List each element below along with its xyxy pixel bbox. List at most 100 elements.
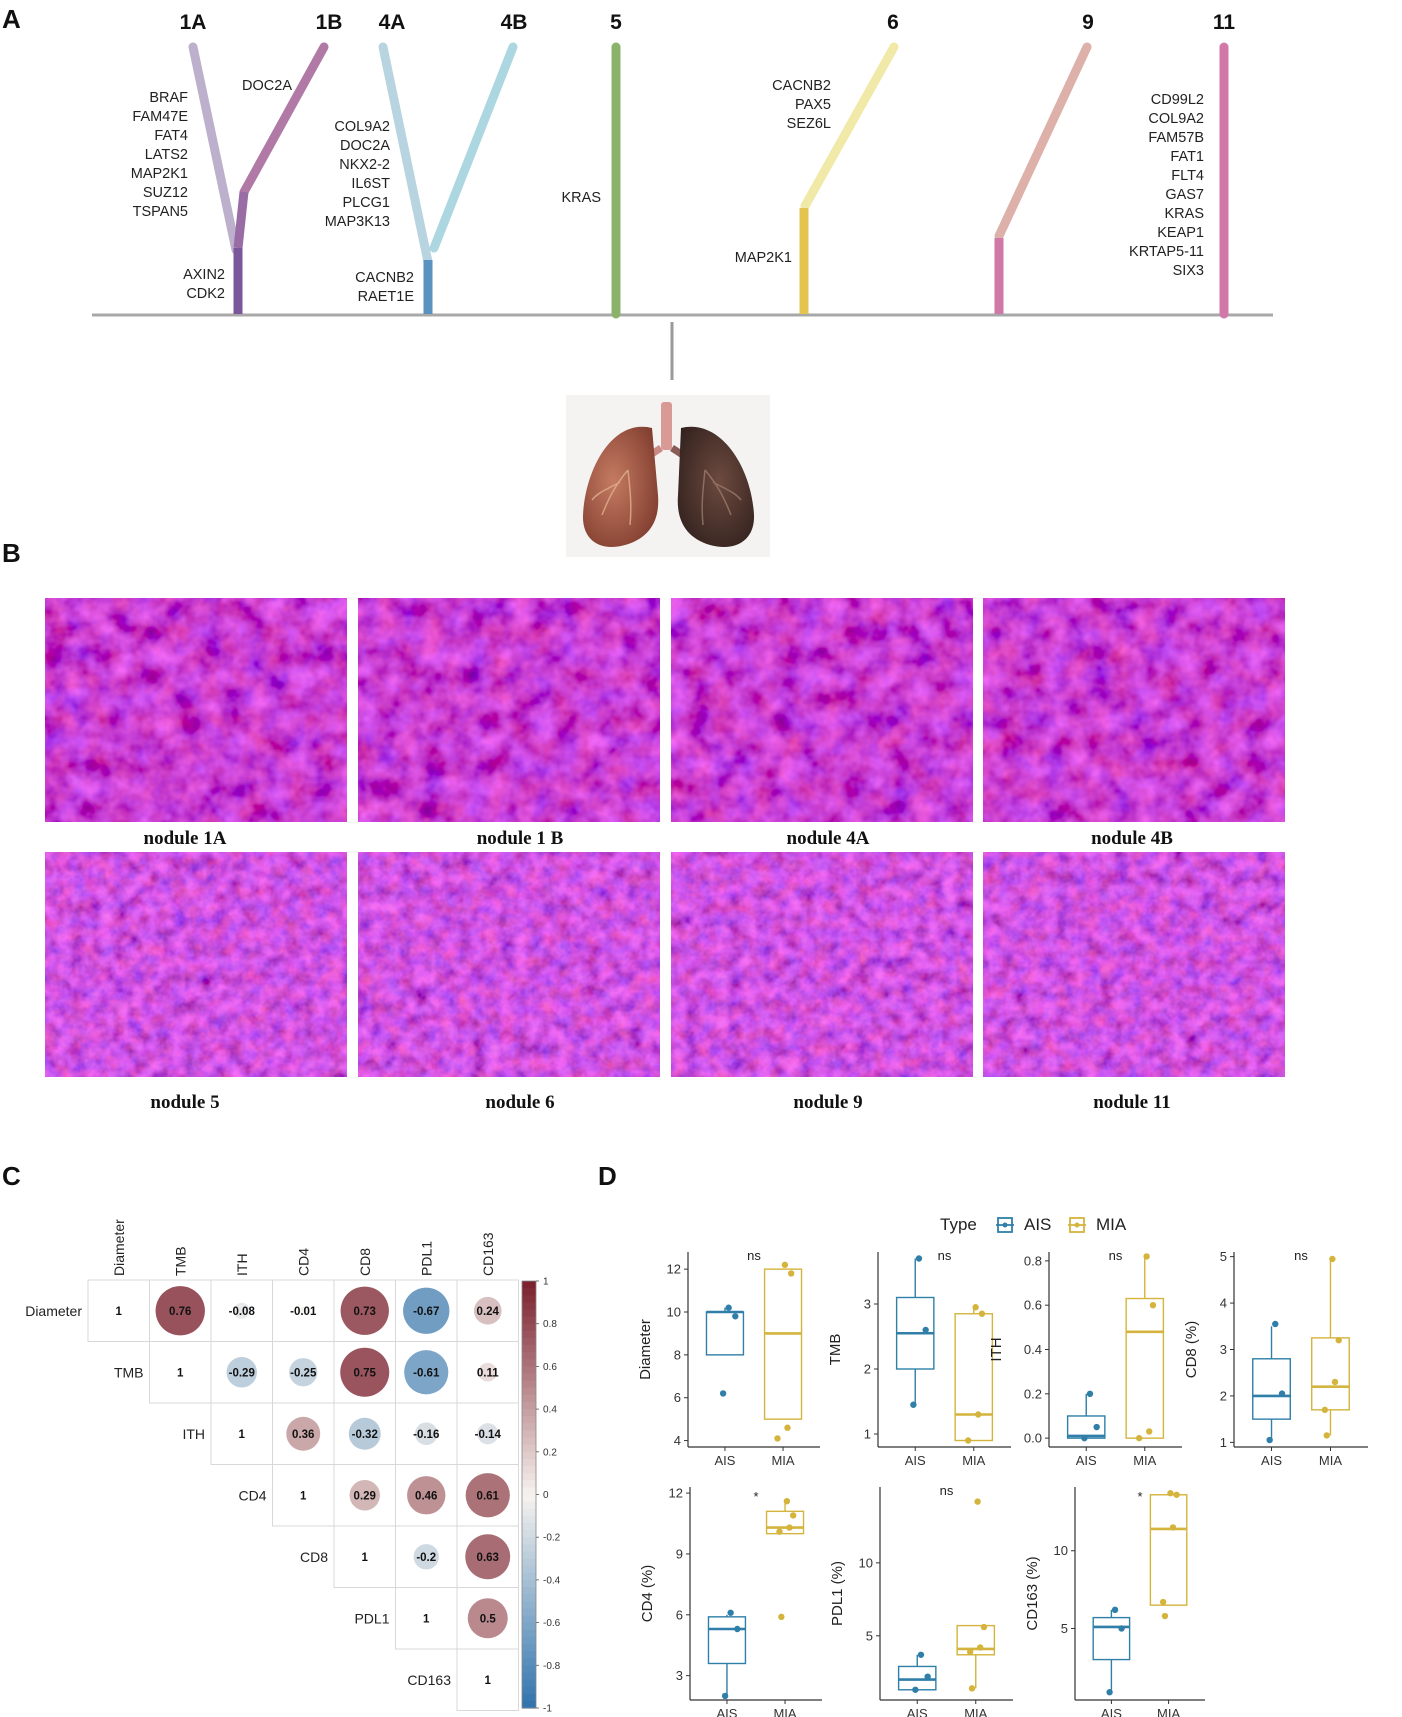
significance-label: * [753,1489,758,1504]
correlation-value: 1 [116,1306,123,1318]
significance-label: ns [938,1248,952,1263]
data-point [1272,1320,1279,1328]
colorbar-segment [522,1288,536,1296]
branch-1b [239,42,329,197]
gene-label: CDK2 [186,286,225,302]
correlation-circle [233,1302,250,1319]
legend-label-ais: AIS [1024,1215,1051,1234]
legend-title: Type [940,1215,977,1234]
data-point [917,1651,925,1658]
colorbar-tick-label: 0.2 [543,1447,557,1458]
branch-4a [378,42,433,267]
correlation-value: -0.32 [352,1429,378,1441]
y-tick-label: 4 [674,1433,681,1448]
gene-label: IL6ST [351,176,390,192]
data-point [912,1686,919,1693]
column-label: ITH [234,1253,250,1276]
image-caption: nodule 11 [1093,1092,1171,1113]
gene-label: PLCG1 [342,195,390,211]
y-tick-label: 0.0 [1024,1431,1042,1446]
data-point [784,1424,791,1431]
colorbar-segment [522,1295,536,1303]
correlation-circle [155,1286,205,1336]
data-point [721,1692,729,1700]
gene-label: FAT1 [1170,149,1204,165]
data-point [1111,1606,1119,1614]
column-label: Diameter [111,1219,127,1276]
significance-label: ns [1294,1248,1308,1263]
colorbar-segment [522,1430,536,1439]
tissue-texture [671,598,973,822]
box [763,1268,803,1420]
correlation-circle [473,1296,502,1325]
colorbar-tick-label: -0.8 [543,1661,561,1672]
y-tick-label: 3 [1220,1342,1227,1357]
panel-label-a: A [2,4,21,34]
tissue-texture [983,852,1285,1077]
gene-label: COL9A2 [1148,111,1204,127]
gene-label: CD99L2 [1151,92,1204,108]
y-tick-label: 0.8 [1024,1253,1042,1268]
gene-label: KRAS [562,190,602,206]
colorbar-segment [522,1537,536,1545]
gene-label: SUZ12 [143,185,188,201]
colorbar-tick-label: -0.6 [543,1618,561,1629]
image-caption: nodule 9 [793,1092,862,1113]
box [1092,1616,1131,1661]
image-caption: nodule 1A [144,828,227,849]
colorbar-segment [522,1665,536,1674]
gene-label: PAX5 [795,97,831,113]
correlation-circle [403,1287,450,1334]
correlation-circle [407,1476,446,1515]
colorbar-segment [522,1437,536,1446]
gene-label: KEAP1 [1157,225,1204,241]
data-point [964,1437,972,1444]
data-point [980,1623,988,1631]
colorbar-segment [522,1501,536,1510]
data-point [968,1685,976,1692]
correlation-circle [404,1350,449,1395]
data-point [978,1310,986,1317]
y-axis-label: CD8 (%) [1183,1321,1200,1379]
colorbar-tick-label: 0.8 [543,1319,557,1330]
correlation-circle [349,1480,380,1511]
tissue-texture [45,598,347,822]
y-axis-label: CD4 (%) [639,1565,656,1623]
colorbar-tick-label: -0.2 [543,1533,561,1544]
tip-9: 9 [1082,11,1094,34]
correlation-value: -0.16 [413,1429,439,1441]
colorbar-segment [522,1409,536,1417]
correlation-value: 0.73 [354,1306,376,1318]
data-point [1278,1390,1286,1397]
data-point [910,1401,917,1408]
matrix-cell [149,1341,212,1404]
x-tick-label: MIA [1133,1453,1156,1468]
colorbar-segment [522,1359,536,1367]
row-label: ITH [182,1426,205,1442]
colorbar-segment [522,1466,536,1474]
legend-key-ais [996,1217,1014,1233]
colorbar-segment [522,1615,536,1624]
colorbar-segment [522,1522,536,1531]
y-tick-label: 2 [864,1362,871,1377]
y-tick-label: 10 [667,1305,681,1320]
colorbar-segment [522,1394,536,1403]
correlation-circle [477,1423,499,1445]
column-label: CD4 [295,1248,311,1276]
x-tick-label: AIS [907,1706,928,1717]
data-point [1143,1253,1150,1260]
x-tick-label: AIS [714,1453,735,1468]
colorbar-segment [522,1323,536,1332]
colorbar-segment [522,1679,536,1688]
tissue-texture [671,852,973,1077]
y-tick-label: 4 [1220,1296,1227,1311]
colorbar-segment [522,1380,536,1389]
correlation-circle [413,1544,439,1570]
colorbar-segment [522,1587,536,1595]
tissue-image [983,852,1285,1077]
